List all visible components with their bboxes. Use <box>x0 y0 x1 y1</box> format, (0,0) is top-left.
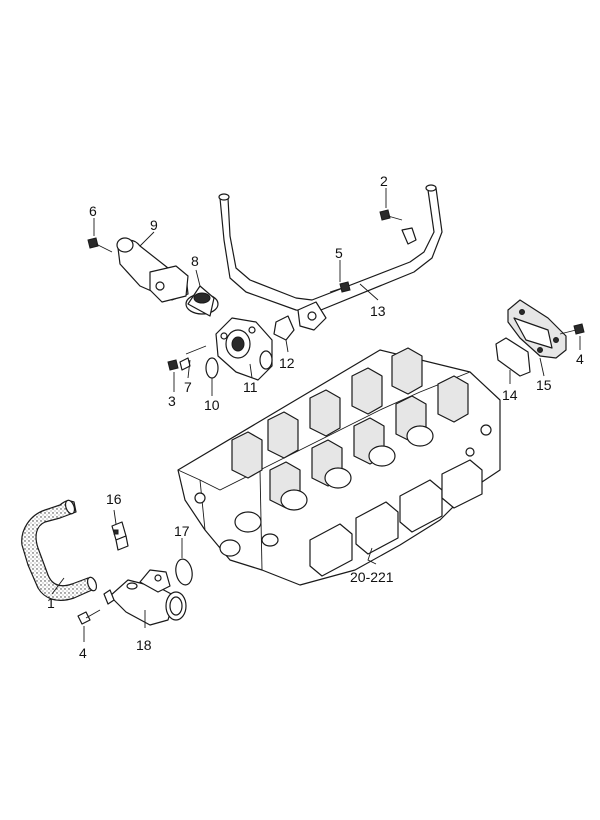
callout-8: 8 <box>191 253 199 269</box>
thermostat-housing-neck <box>116 237 189 303</box>
callout-11: 11 <box>243 379 258 395</box>
bolt-lower <box>77 609 101 625</box>
bolt-right <box>559 323 585 335</box>
o-ring-17 <box>175 558 193 586</box>
thermostat <box>185 285 219 317</box>
cylinder-head <box>177 347 501 586</box>
callout-3: 3 <box>168 393 176 409</box>
o-ring-10 <box>205 357 219 379</box>
callout-1: 1 <box>47 595 55 611</box>
leader-lines <box>51 188 581 642</box>
callout-16: 16 <box>106 491 122 507</box>
callout-14: 14 <box>502 387 518 403</box>
callout-4-right: 4 <box>576 351 584 367</box>
reference-arrow <box>367 547 377 565</box>
bypass-pipe <box>218 184 443 331</box>
callout-13: 13 <box>370 303 386 319</box>
callout-4-lower: 4 <box>79 645 87 661</box>
washer-3 <box>179 357 191 371</box>
callout-17: 17 <box>174 523 190 539</box>
thermostat-housing <box>215 317 273 381</box>
nut-3 <box>167 359 179 371</box>
coolant-hose <box>21 499 98 601</box>
callout-ref-20-221: 20-221 <box>350 569 394 585</box>
callout-5: 5 <box>335 245 343 261</box>
bolt-5 <box>329 281 351 293</box>
gasket-14 <box>495 337 531 377</box>
callout-18: 18 <box>136 637 152 653</box>
callout-15: 15 <box>536 377 552 393</box>
callout-10: 10 <box>204 397 220 413</box>
stud-7 <box>185 345 207 355</box>
callout-2: 2 <box>380 173 388 189</box>
temp-sensor <box>111 521 129 551</box>
water-outlet-fitting <box>103 569 187 626</box>
callout-6: 6 <box>89 203 97 219</box>
gasket-12 <box>273 315 295 341</box>
callout-12: 12 <box>279 355 295 371</box>
bolt-6 <box>87 237 113 253</box>
bolt-2 <box>379 209 403 221</box>
cover-plate-15 <box>507 299 567 359</box>
callout-7: 7 <box>184 379 192 395</box>
callout-9: 9 <box>150 217 158 233</box>
